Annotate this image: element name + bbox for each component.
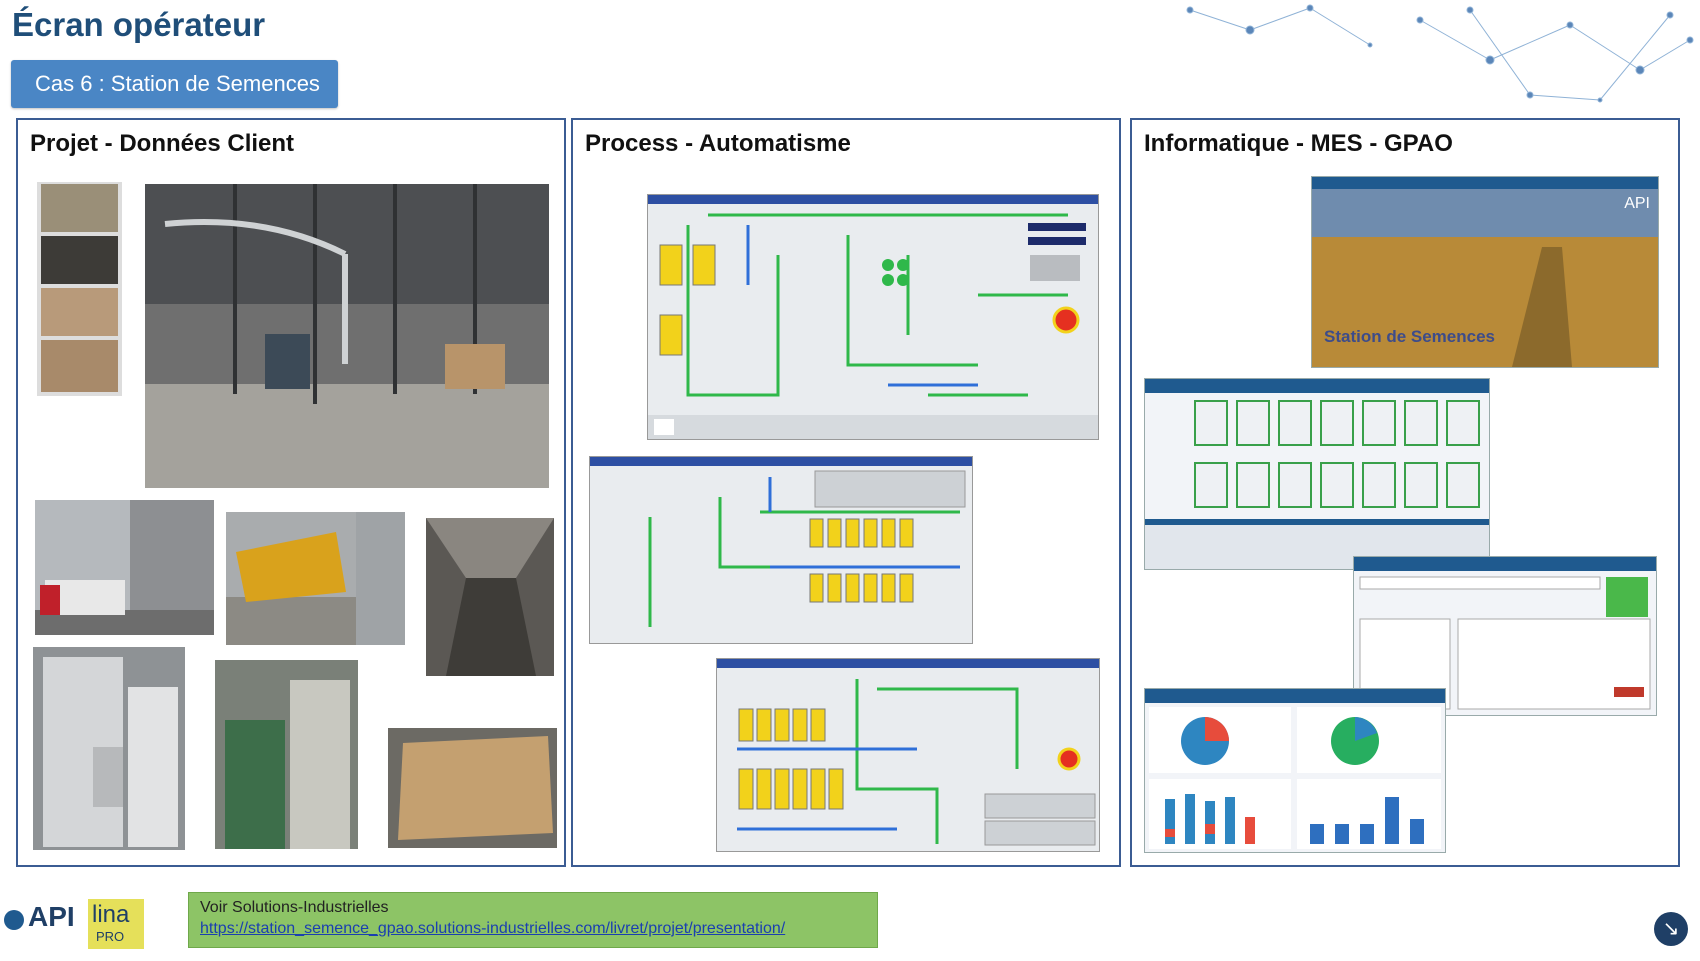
conveyor-photo [215, 660, 358, 849]
mes-reception-screen [1353, 556, 1657, 716]
company-logos: API lina PRO [0, 895, 180, 956]
page-title: Écran opérateur [12, 6, 266, 43]
arrow-down-right-icon[interactable]: ↘ [1654, 912, 1688, 946]
api-logo-text: API [28, 901, 75, 932]
panel-title-projet: Projet - Données Client [30, 130, 295, 157]
scada-screen-reception [589, 456, 973, 644]
factory-interior-photo [145, 184, 549, 488]
seed-bed-photo [388, 728, 557, 848]
presentation-link[interactable]: https://station_semence_gpao.solutions-i… [200, 920, 786, 937]
silo-tunnel-photo [426, 518, 554, 676]
footer-link-box [188, 892, 878, 948]
panel-title-informatique: Informatique - MES - GPAO [1144, 130, 1453, 157]
footer-label: Voir Solutions-Industrielles [200, 899, 389, 916]
panel-projet: Projet - Données Client [16, 118, 566, 867]
mes-logo: API [1624, 195, 1650, 212]
lina-logo-text: lina [92, 901, 130, 928]
api-logo-icon [4, 899, 144, 949]
scada-screen-vue-ensemble [716, 658, 1100, 852]
seed-samples-photo [37, 182, 122, 396]
panel-process: Process - Automatisme [571, 118, 1121, 867]
mes-bins-screen [1144, 378, 1490, 570]
panel-informatique: Informatique - MES - GPAO API Station de… [1130, 118, 1680, 867]
scada-screen-triage [647, 194, 1099, 440]
panel-title-process: Process - Automatisme [585, 130, 851, 157]
case-badge: Cas 6 : Station de Semences [11, 60, 338, 108]
mes-banner-text: Station de Semences [1324, 327, 1496, 346]
sorting-machine-photo [33, 647, 185, 850]
network-decoration [1186, 4, 1694, 103]
tipper-truck-photo [226, 512, 405, 645]
pro-logo-text: PRO [96, 929, 125, 944]
mes-dashboard-screen [1144, 688, 1446, 853]
mes-home-screen: API Station de Semences [1311, 176, 1659, 368]
truck-photo [35, 500, 214, 635]
